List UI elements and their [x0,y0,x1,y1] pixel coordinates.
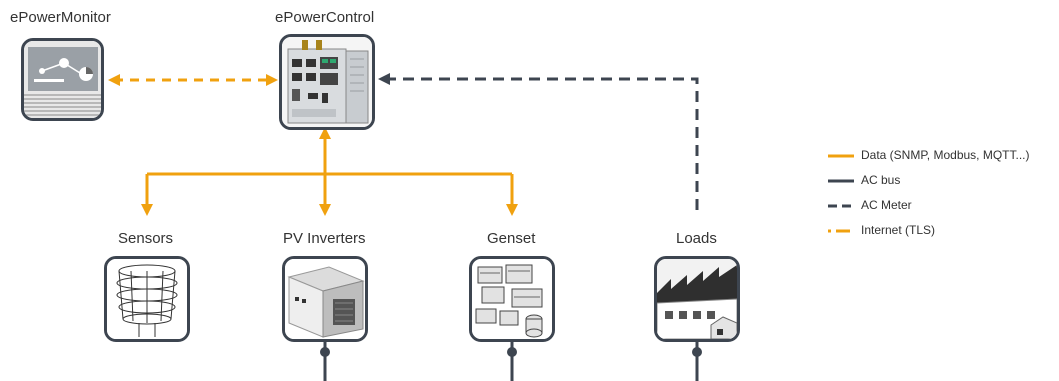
factory-image [657,259,737,339]
loads-node[interactable] [654,256,740,342]
legend-swatch-data [828,154,854,158]
legend-label-internet: Internet (TLS) [861,223,936,237]
pv-inverters-node[interactable] [282,256,368,342]
legend-label-ac-meter: AC Meter [861,198,912,212]
loads-label: Loads [676,230,717,247]
genset-node[interactable] [469,256,555,342]
data-bus [141,127,518,216]
pv-inverters-label: PV Inverters [283,230,366,247]
legend-swatch-internet [828,229,854,233]
epowercontrol-node[interactable] [279,34,375,130]
sensors-node[interactable] [104,256,190,342]
genset-label: Genset [487,230,536,247]
controller-device-image [282,37,372,127]
monitor-screen-image [24,41,101,118]
inverter-image [285,259,365,339]
epowermonitor-node[interactable] [21,38,104,121]
genset-image [472,259,552,339]
sensor-image [107,259,187,339]
legend-label-data: Data (SNMP, Modbus, MQTT...) [861,148,1030,162]
legend-swatch-ac-bus [828,179,854,183]
epowermonitor-label: ePowerMonitor [10,9,111,26]
ac-meter-link [378,73,699,210]
ac-bus-drops [320,342,702,381]
epowercontrol-label: ePowerControl [275,9,375,26]
sensors-label: Sensors [118,230,174,247]
legend-label-ac-bus: AC bus [861,173,901,187]
legend-swatch-ac-meter [828,204,854,208]
